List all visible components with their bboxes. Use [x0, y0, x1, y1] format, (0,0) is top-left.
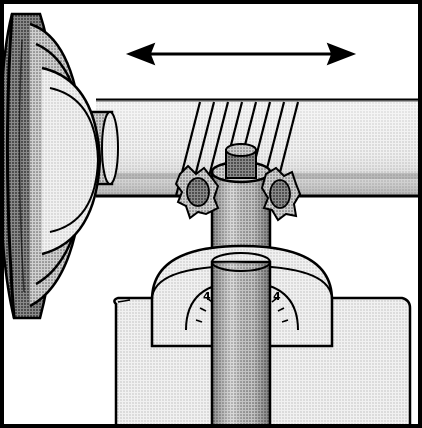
motion-arrow-icon — [125, 42, 357, 66]
lower-post — [210, 252, 272, 428]
left-cutter-wheel — [174, 164, 220, 220]
dial-label-right-4: 4 — [273, 290, 281, 303]
right-cutter-wheel — [260, 166, 302, 222]
dial-label-left-4: 4 — [203, 290, 211, 303]
lathe-chuck — [0, 12, 102, 320]
